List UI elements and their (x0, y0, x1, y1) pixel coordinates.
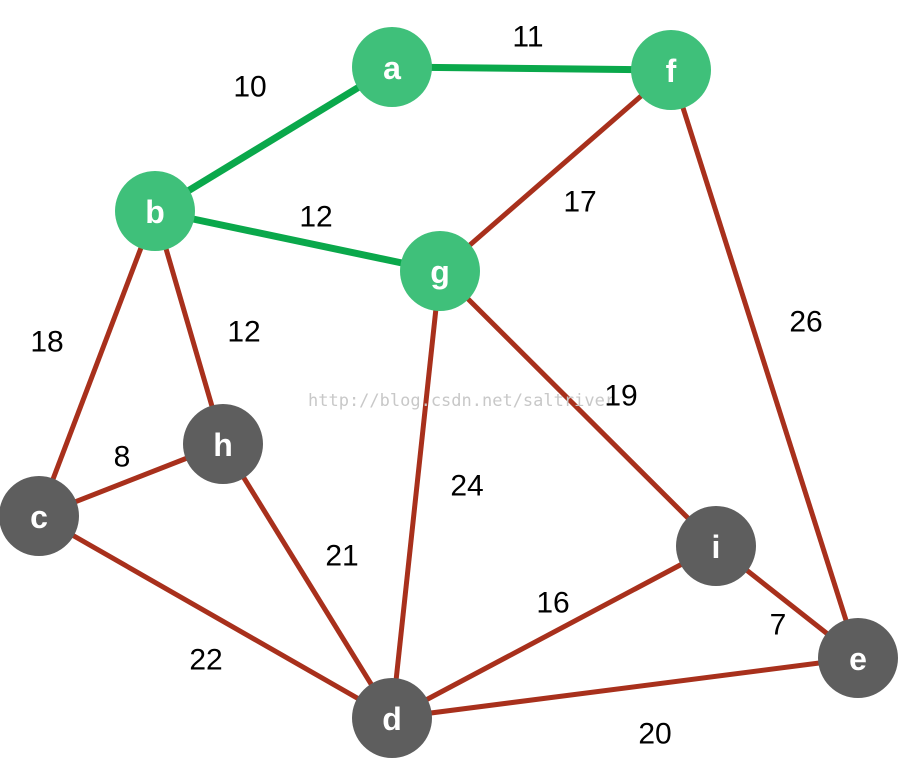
edge-b-h (152, 210, 226, 445)
edge-b-a (153, 64, 394, 214)
node-f: f (631, 30, 711, 110)
node-e: e (818, 618, 898, 698)
node-circle-e (818, 618, 898, 698)
node-label-h: h (213, 427, 233, 463)
node-b: b (115, 171, 195, 251)
node-a: a (352, 27, 432, 107)
edge-g-f (438, 68, 673, 273)
node-label-i: i (712, 529, 721, 565)
edge-weight-f-e: 26 (789, 306, 822, 339)
node-h: h (183, 404, 263, 484)
node-label-b: b (145, 194, 165, 230)
edge-b-c (36, 210, 158, 517)
edge-a-f (391, 63, 672, 74)
edge-weight-b-h: 12 (227, 316, 260, 349)
node-i: i (676, 506, 756, 586)
watermark: http://blog.csdn.net/saltriver (308, 391, 615, 411)
node-label-e: e (849, 641, 867, 677)
edge-g-i (438, 269, 718, 548)
edge-c-d (37, 513, 394, 721)
edge-weight-g-d: 24 (450, 470, 483, 503)
node-circle-h (183, 404, 263, 484)
edge-weight-g-i: 19 (604, 380, 637, 413)
edge-weight-b-g: 12 (299, 201, 332, 234)
node-circle-f (631, 30, 711, 110)
node-d: d (352, 678, 432, 758)
edge-weight-b-a: 10 (233, 71, 266, 104)
edge-weight-a-f: 11 (512, 21, 543, 54)
edge-d-e (391, 655, 859, 721)
node-label-a: a (383, 50, 401, 86)
edge-weight-b-c: 18 (30, 326, 63, 359)
node-circle-d (352, 678, 432, 758)
edge-weight-i-e: 7 (770, 609, 787, 642)
node-label-c: c (30, 499, 48, 535)
node-g: g (400, 231, 480, 311)
node-circle-b (115, 171, 195, 251)
node-label-d: d (382, 701, 402, 737)
edge-weight-d-e: 20 (638, 718, 671, 751)
edge-h-d (220, 442, 395, 720)
edge-weight-c-h: 8 (114, 441, 131, 474)
edge-weight-g-f: 17 (563, 186, 596, 219)
edge-b-g (154, 207, 441, 275)
node-label-f: f (666, 53, 677, 89)
edge-i-d (390, 543, 718, 721)
node-circle-g (400, 231, 480, 311)
node-circle-a (352, 27, 432, 107)
node-label-g: g (430, 254, 450, 290)
edge-weight-h-d: 21 (325, 540, 358, 573)
edge-weight-i-d: 16 (536, 587, 569, 620)
node-c: c (0, 476, 79, 556)
edge-labels-layer: 10 11 12 17 26 18 12 8 19 24 21 22 16 7 20 (30, 21, 822, 751)
edge-weight-c-d: 22 (189, 644, 222, 677)
edge-g-d (389, 270, 443, 719)
node-circle-c (0, 476, 79, 556)
nodes-layer: a f b g h c i e d (0, 27, 898, 758)
node-circle-i (676, 506, 756, 586)
edge-f-e (668, 69, 861, 659)
